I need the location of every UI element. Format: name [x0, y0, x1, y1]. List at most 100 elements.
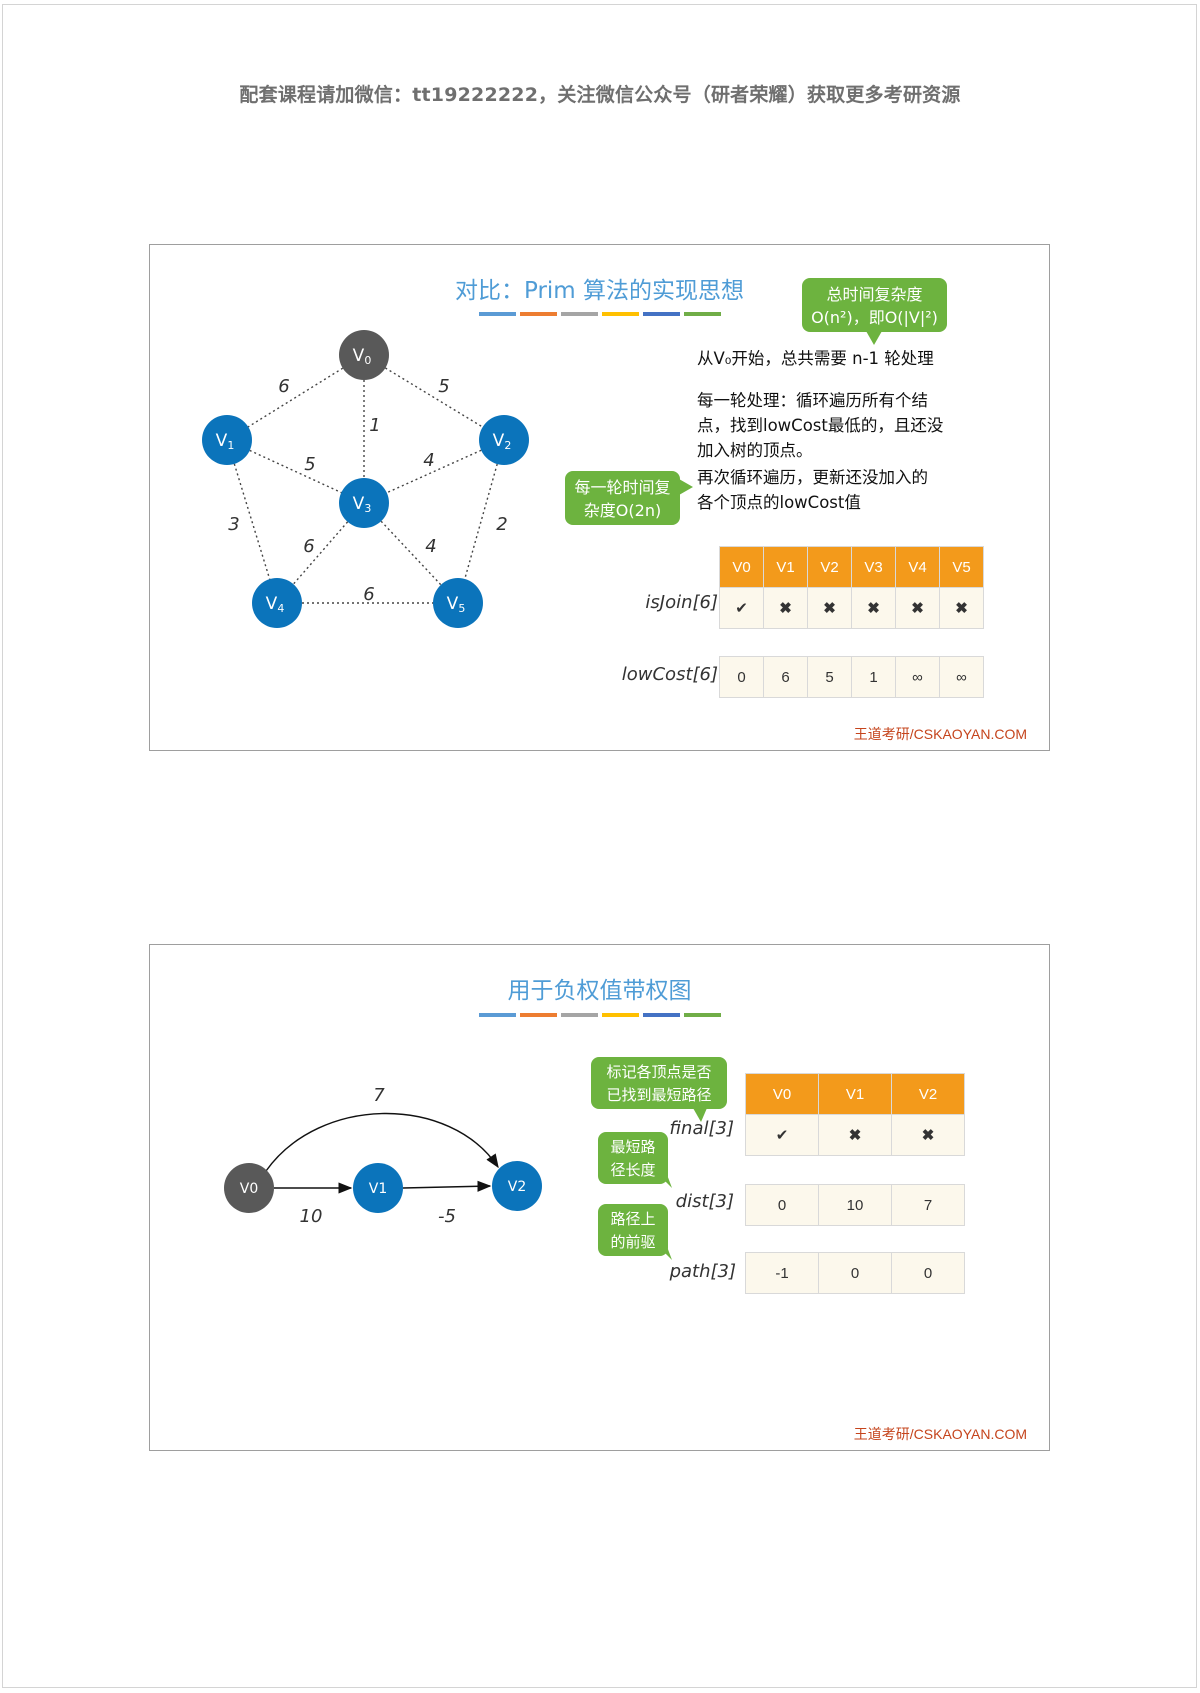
- bubble-line: 每一轮时间复: [574, 478, 671, 497]
- bubble-line: 已找到最短路径: [606, 1086, 712, 1104]
- note-each-round: 每一轮处理：循环遍历所有个结 点，找到lowCost最低的，且还没 加入树的顶点…: [697, 388, 943, 463]
- col-header: V5: [939, 546, 984, 588]
- lowcost-cell: 0: [719, 656, 764, 698]
- col-header: V0: [719, 546, 764, 588]
- table-header-row: V0 V1 V2 V3 V4 V5: [719, 546, 984, 588]
- lowcost-cell: 1: [851, 656, 896, 698]
- col-header: V2: [807, 546, 852, 588]
- isjoin-cell: ✔: [719, 587, 764, 629]
- color-segment: [602, 1013, 639, 1017]
- title-color-bar: [479, 1013, 721, 1017]
- vertex: [479, 415, 529, 465]
- edge-weight: 6: [303, 536, 314, 557]
- note-line: 各个顶点的lowCost值: [697, 493, 861, 512]
- edge-weight: 5: [438, 376, 449, 397]
- color-segment: [479, 312, 516, 316]
- edge-line: [226, 439, 278, 604]
- vertex: [492, 1161, 542, 1211]
- edge-line: [363, 439, 505, 504]
- color-segment: [643, 1013, 680, 1017]
- note-line: 点，找到lowCost最低的，且还没: [697, 416, 944, 435]
- edge-weight: 3: [228, 514, 239, 535]
- path-row: -1 0 0: [745, 1252, 965, 1294]
- color-segment: [684, 312, 721, 316]
- isjoin-cell: ✖: [939, 587, 984, 629]
- vertex: [433, 578, 483, 628]
- page-border: [2, 4, 1197, 1688]
- dist-table: 0 10 7: [745, 1184, 965, 1226]
- edge-curve: [265, 1112, 499, 1172]
- edge-line: [457, 439, 505, 604]
- vertex-label: V2: [508, 1179, 526, 1195]
- final-cell: ✖: [818, 1114, 892, 1156]
- edge-weight: 6: [363, 584, 374, 605]
- final-bubble: 标记各顶点是否 已找到最短路径: [591, 1057, 727, 1122]
- edge-weight: 1: [369, 415, 380, 436]
- path-cell: 0: [891, 1252, 965, 1294]
- path-cell: -1: [745, 1252, 819, 1294]
- bubble-tail: [656, 1244, 672, 1260]
- vertex-label: V1: [369, 1181, 387, 1197]
- path-cell: 0: [818, 1252, 892, 1294]
- prim-arrays-table: V0 V1 V2 V3 V4 V5 ✔ ✖ ✖ ✖ ✖ ✖: [719, 546, 984, 629]
- color-segment: [561, 312, 598, 316]
- bubble-line: 径长度: [610, 1161, 656, 1179]
- final-cell: ✖: [891, 1114, 965, 1156]
- footer-brand: 王道考研/CSKAOYAN.COM: [853, 1426, 1027, 1442]
- edge-weight: 4: [425, 536, 436, 557]
- bubble-tail: [866, 331, 882, 345]
- isjoin-row: ✔ ✖ ✖ ✖ ✖ ✖: [719, 587, 984, 629]
- path-label: path[3]: [669, 1261, 736, 1282]
- start-vertex: [339, 330, 389, 380]
- note-line: 再次循环遍历，更新还没加入的: [697, 468, 928, 487]
- vertex: [202, 415, 252, 465]
- isjoin-cell: ✖: [763, 587, 808, 629]
- bubble-line: 路径上: [610, 1210, 656, 1228]
- edge-weight: 2: [496, 514, 507, 535]
- dist-label: dist[3]: [675, 1191, 734, 1212]
- final-label: final[3]: [669, 1118, 734, 1139]
- lowcost-cell: 5: [807, 656, 852, 698]
- vertex: [339, 478, 389, 528]
- vertex-subscript: 1: [227, 439, 234, 452]
- bubble-line: O(n²)，即O(|V|²): [811, 308, 938, 327]
- bubble-line: 总时间复杂度: [826, 285, 923, 304]
- vertex-label: V0: [240, 1181, 258, 1197]
- dist-cell: 0: [745, 1184, 819, 1226]
- slide-title: 用于负权值带权图: [507, 978, 692, 1004]
- lowcost-cell: ∞: [895, 656, 940, 698]
- dist-bubble: 最短路 径长度: [598, 1132, 672, 1188]
- edge-line: [226, 439, 365, 504]
- lowcost-cell: ∞: [939, 656, 984, 698]
- col-header: V0: [745, 1073, 819, 1115]
- note-update: 再次循环遍历，更新还没加入的 各个顶点的lowCost值: [697, 465, 928, 515]
- bubble-line: 的前驱: [610, 1233, 656, 1251]
- bubble-line: 杂度O(2n): [583, 501, 662, 520]
- bubble-tail: [679, 479, 693, 495]
- vertex-subscript: 2: [504, 439, 511, 452]
- lowcost-label: lowCost[6]: [621, 664, 718, 685]
- edge-line: [402, 1180, 492, 1192]
- col-header: V4: [895, 546, 940, 588]
- col-header: V1: [763, 546, 808, 588]
- total-complexity-bubble: 总时间复杂度 O(n²)，即O(|V|²): [802, 278, 947, 345]
- bubble-line: 最短路: [610, 1138, 656, 1156]
- isjoin-cell: ✖: [895, 587, 940, 629]
- color-segment: [520, 1013, 557, 1017]
- bubble-tail: [656, 1172, 672, 1188]
- edge-weight: 6: [278, 376, 289, 397]
- dijkstra-final-table: V0 V1 V2 ✔ ✖ ✖: [745, 1073, 965, 1156]
- color-segment: [520, 312, 557, 316]
- vertex-subscript: 4: [277, 602, 284, 615]
- edge-line: [363, 354, 505, 441]
- round-complexity-bubble: 每一轮时间复 杂度O(2n): [565, 471, 693, 525]
- edge-weight: 4: [423, 450, 434, 471]
- dist-cell: 10: [818, 1184, 892, 1226]
- edge-weight: 10: [300, 1206, 323, 1227]
- edge-weight: 5: [304, 454, 315, 475]
- final-cell: ✔: [745, 1114, 819, 1156]
- table-header-row: V0 V1 V2: [745, 1073, 965, 1115]
- vertex-subscript: 5: [458, 602, 465, 615]
